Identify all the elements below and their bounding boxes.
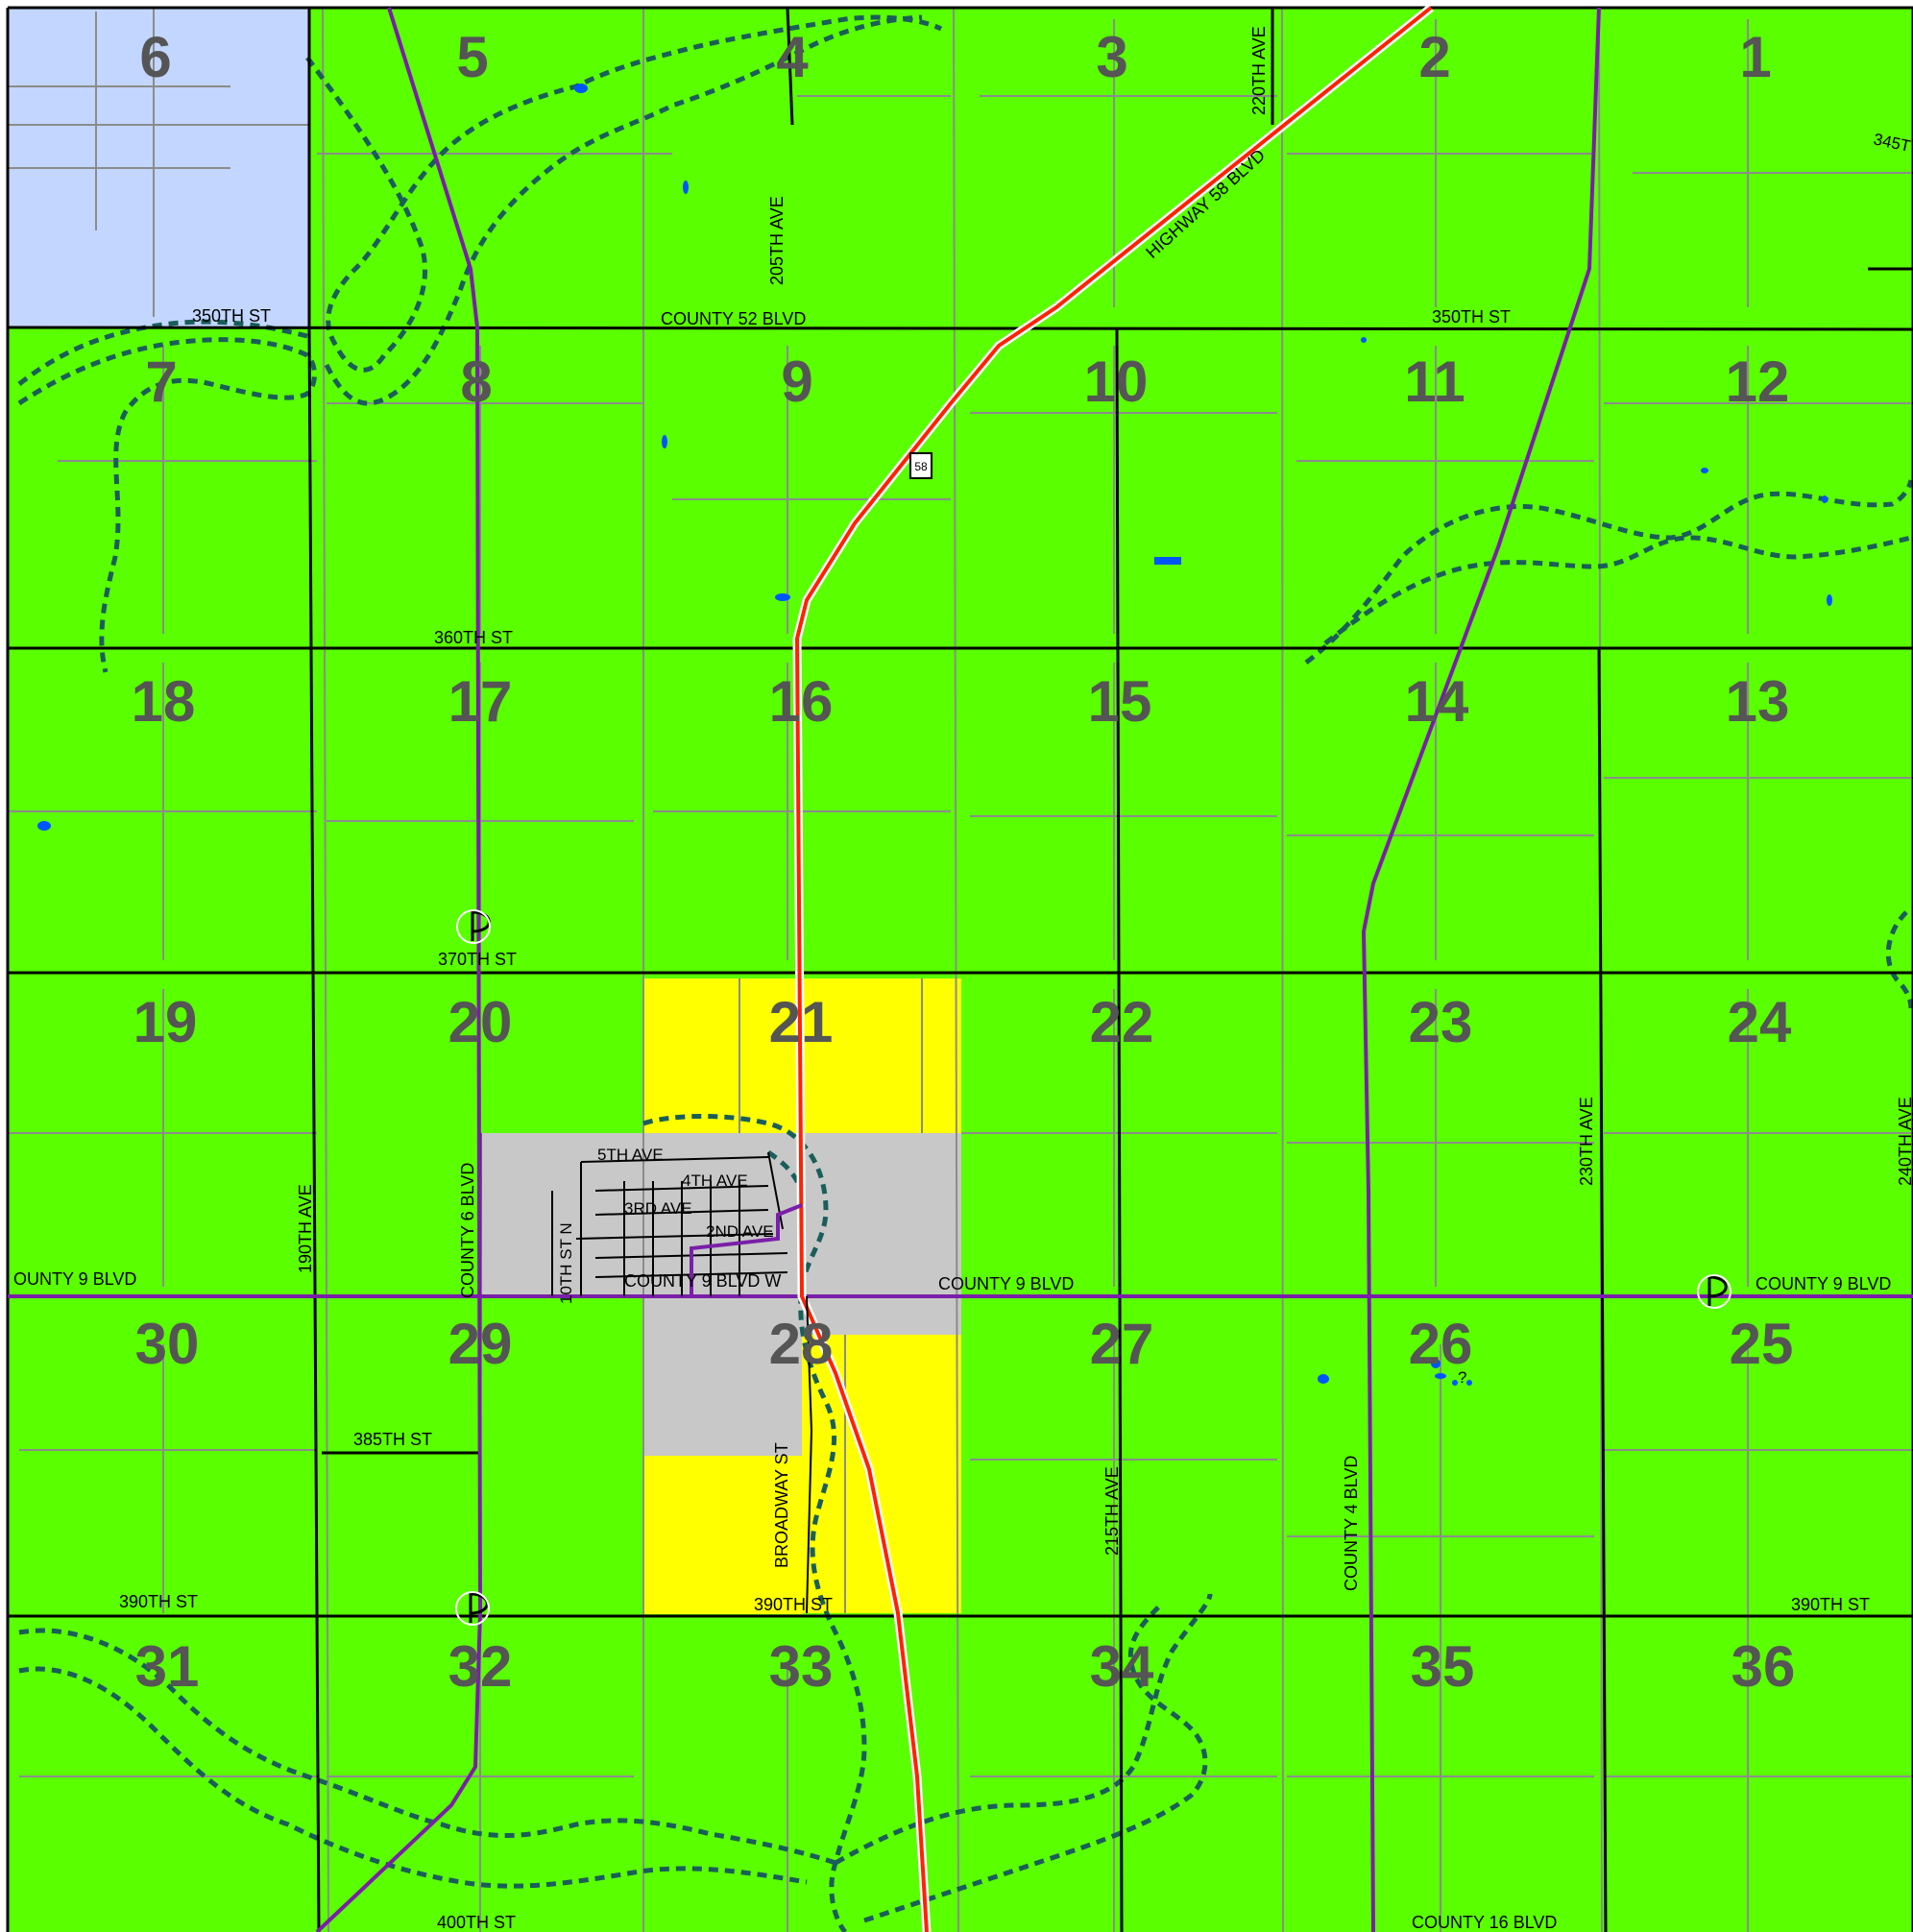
section-number: 4: [776, 25, 809, 89]
section-number: 20: [448, 990, 513, 1054]
road-label-county-9-blvd-east: COUNTY 9 BLVD: [1756, 1274, 1891, 1293]
road-label-390th-st-east: 390TH ST: [1791, 1595, 1870, 1614]
town-boundary-purple: [690, 1203, 803, 1296]
road-label-350th-st-east: 350TH ST: [1432, 307, 1511, 326]
road-label-10th-st-n: 10TH ST N: [557, 1222, 575, 1304]
section-number: 26: [1409, 1312, 1473, 1376]
road-label-5th-ave: 5TH AVE: [597, 1146, 664, 1164]
section-number: 27: [1090, 1312, 1154, 1376]
section-number: 18: [132, 669, 196, 734]
park-symbol-icon: [455, 1591, 490, 1626]
section-number: 32: [448, 1634, 513, 1699]
section-number: 25: [1730, 1312, 1794, 1376]
section-number: 16: [769, 669, 834, 734]
road-label-400th-st: 400TH ST: [437, 1913, 516, 1932]
zoning-yellow-area: [643, 978, 961, 1614]
section-number: 9: [781, 350, 812, 414]
section-number: 35: [1411, 1634, 1475, 1699]
road-label-2nd-ave: 2ND AVE: [706, 1222, 774, 1241]
road-label-350th-st-west: 350TH ST: [192, 306, 271, 326]
road-label-240th-ave: 240TH AVE: [1896, 1097, 1913, 1186]
road-label-county-9-blvd-w: COUNTY 9 BLVD W: [624, 1271, 781, 1291]
road-label-220th-ave: 220TH AVE: [1249, 26, 1269, 115]
section-number: 36: [1731, 1634, 1796, 1699]
section-number: 23: [1409, 990, 1473, 1054]
road-label-county-4-blvd: COUNTY 4 BLVD: [1342, 1456, 1361, 1591]
section-number: 21: [769, 990, 834, 1054]
road-label-205th-ave: 205TH AVE: [767, 196, 787, 285]
road-label-county-52-blvd: COUNTY 52 BLVD: [661, 309, 806, 328]
section-number: 8: [460, 350, 492, 414]
section-number: 5: [456, 25, 488, 89]
section-number: 3: [1096, 25, 1127, 89]
section-numbers: 6 5 4 3 2 1 7 8 9 10 11 12 18 17 16 15 1…: [132, 25, 1796, 1699]
section-number: 31: [135, 1634, 200, 1699]
section-number: 2: [1418, 25, 1450, 89]
section-number: 12: [1726, 350, 1790, 414]
road-label-215th-ave: 215TH AVE: [1102, 1466, 1122, 1556]
road-label-370th-st: 370TH ST: [438, 950, 517, 969]
section-number: 10: [1084, 350, 1149, 414]
section-number: 13: [1726, 669, 1790, 734]
road-label-390th-st-west: 390TH ST: [119, 1592, 198, 1611]
shield-label: 58: [914, 460, 928, 473]
section-number: 11: [1404, 350, 1465, 414]
road-label-385th-st: 385TH ST: [353, 1430, 432, 1449]
park-symbol-icon: [456, 909, 491, 944]
road-label-360th-st: 360TH ST: [434, 628, 513, 647]
highway-58-shield-icon: 58: [909, 452, 932, 479]
road-label-county-9-blvd-west: OUNTY 9 BLVD: [13, 1269, 136, 1289]
section-number: 15: [1088, 669, 1152, 734]
road-label-190th-ave: 190TH AVE: [296, 1184, 315, 1273]
section-number: 19: [133, 990, 198, 1054]
section-number: 24: [1728, 990, 1792, 1054]
water-bodies: [37, 84, 1832, 1386]
road-label-county-6-blvd: COUNTY 6 BLVD: [458, 1163, 477, 1298]
road-label-broadway-st: BROADWAY ST: [772, 1442, 791, 1568]
park-symbol-icon: [1697, 1274, 1731, 1309]
section-number: 7: [145, 350, 177, 414]
section-number: 29: [448, 1312, 513, 1376]
section-number: 33: [769, 1634, 834, 1699]
section-line-roads: [6, 6, 1913, 1932]
section-number: 30: [135, 1312, 200, 1376]
section-number: 1: [1739, 25, 1771, 89]
road-label-3rd-ave: 3RD AVE: [624, 1199, 692, 1218]
section-number: 34: [1090, 1634, 1154, 1699]
road-label-question-mark: ?: [1458, 1368, 1466, 1387]
county-routes: [8, 7, 1913, 1932]
road-label-390th-st-center: 390TH ST: [754, 1595, 833, 1614]
section-number: 14: [1405, 669, 1469, 734]
section-number: 17: [448, 669, 513, 734]
section-number: 28: [769, 1312, 834, 1376]
road-labels: 350TH ST COUNTY 52 BLVD 350TH ST 360TH S…: [13, 130, 1912, 1932]
road-label-county-16-blvd: COUNTY 16 BLVD: [1412, 1913, 1557, 1932]
section-number: 22: [1090, 990, 1154, 1054]
highway-58: [792, 4, 1434, 1932]
section-number: 6: [139, 25, 171, 89]
road-label-county-9-blvd-center: COUNTY 9 BLVD: [938, 1274, 1074, 1293]
road-label-4th-ave: 4TH AVE: [682, 1171, 748, 1190]
road-label-230th-ave: 230TH AVE: [1577, 1097, 1596, 1186]
